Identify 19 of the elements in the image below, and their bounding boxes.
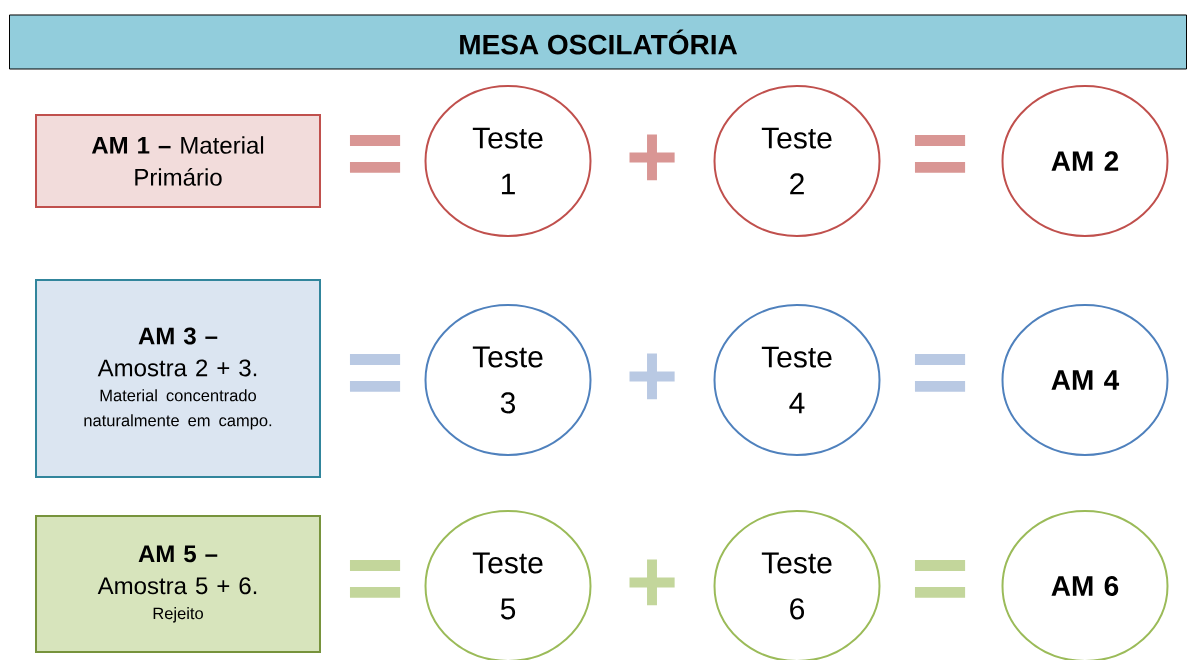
- text-box: AM 5 – Amostra 5 + 6. Rejeito: [35, 515, 321, 653]
- equals-sign: =: [349, 354, 401, 392]
- ellipse-node: Teste 1: [424, 85, 592, 237]
- equals-sign: =: [914, 560, 966, 598]
- equals-sign: =: [349, 135, 401, 173]
- title-band: MESA OSCILATÓRIA: [9, 14, 1187, 70]
- ellipse-node: AM 4: [1001, 304, 1169, 456]
- ellipse-node: Teste 2: [713, 85, 881, 237]
- ellipse-node: Teste 3: [424, 304, 592, 456]
- equals-sign: =: [914, 354, 966, 392]
- text-box: AM 3 – Amostra 2 + 3. Material concentrado naturalmente em campo.: [35, 279, 321, 478]
- equals-sign: =: [349, 560, 401, 598]
- plus-sign: +: [629, 353, 675, 400]
- ellipse-node: AM 2: [1001, 85, 1169, 237]
- text-box: AM 1 – Material Primário: [35, 114, 321, 208]
- plus-sign: +: [629, 134, 675, 181]
- plus-sign: +: [629, 559, 675, 606]
- ellipse-node: Teste 4: [713, 304, 881, 456]
- equals-sign: =: [914, 135, 966, 173]
